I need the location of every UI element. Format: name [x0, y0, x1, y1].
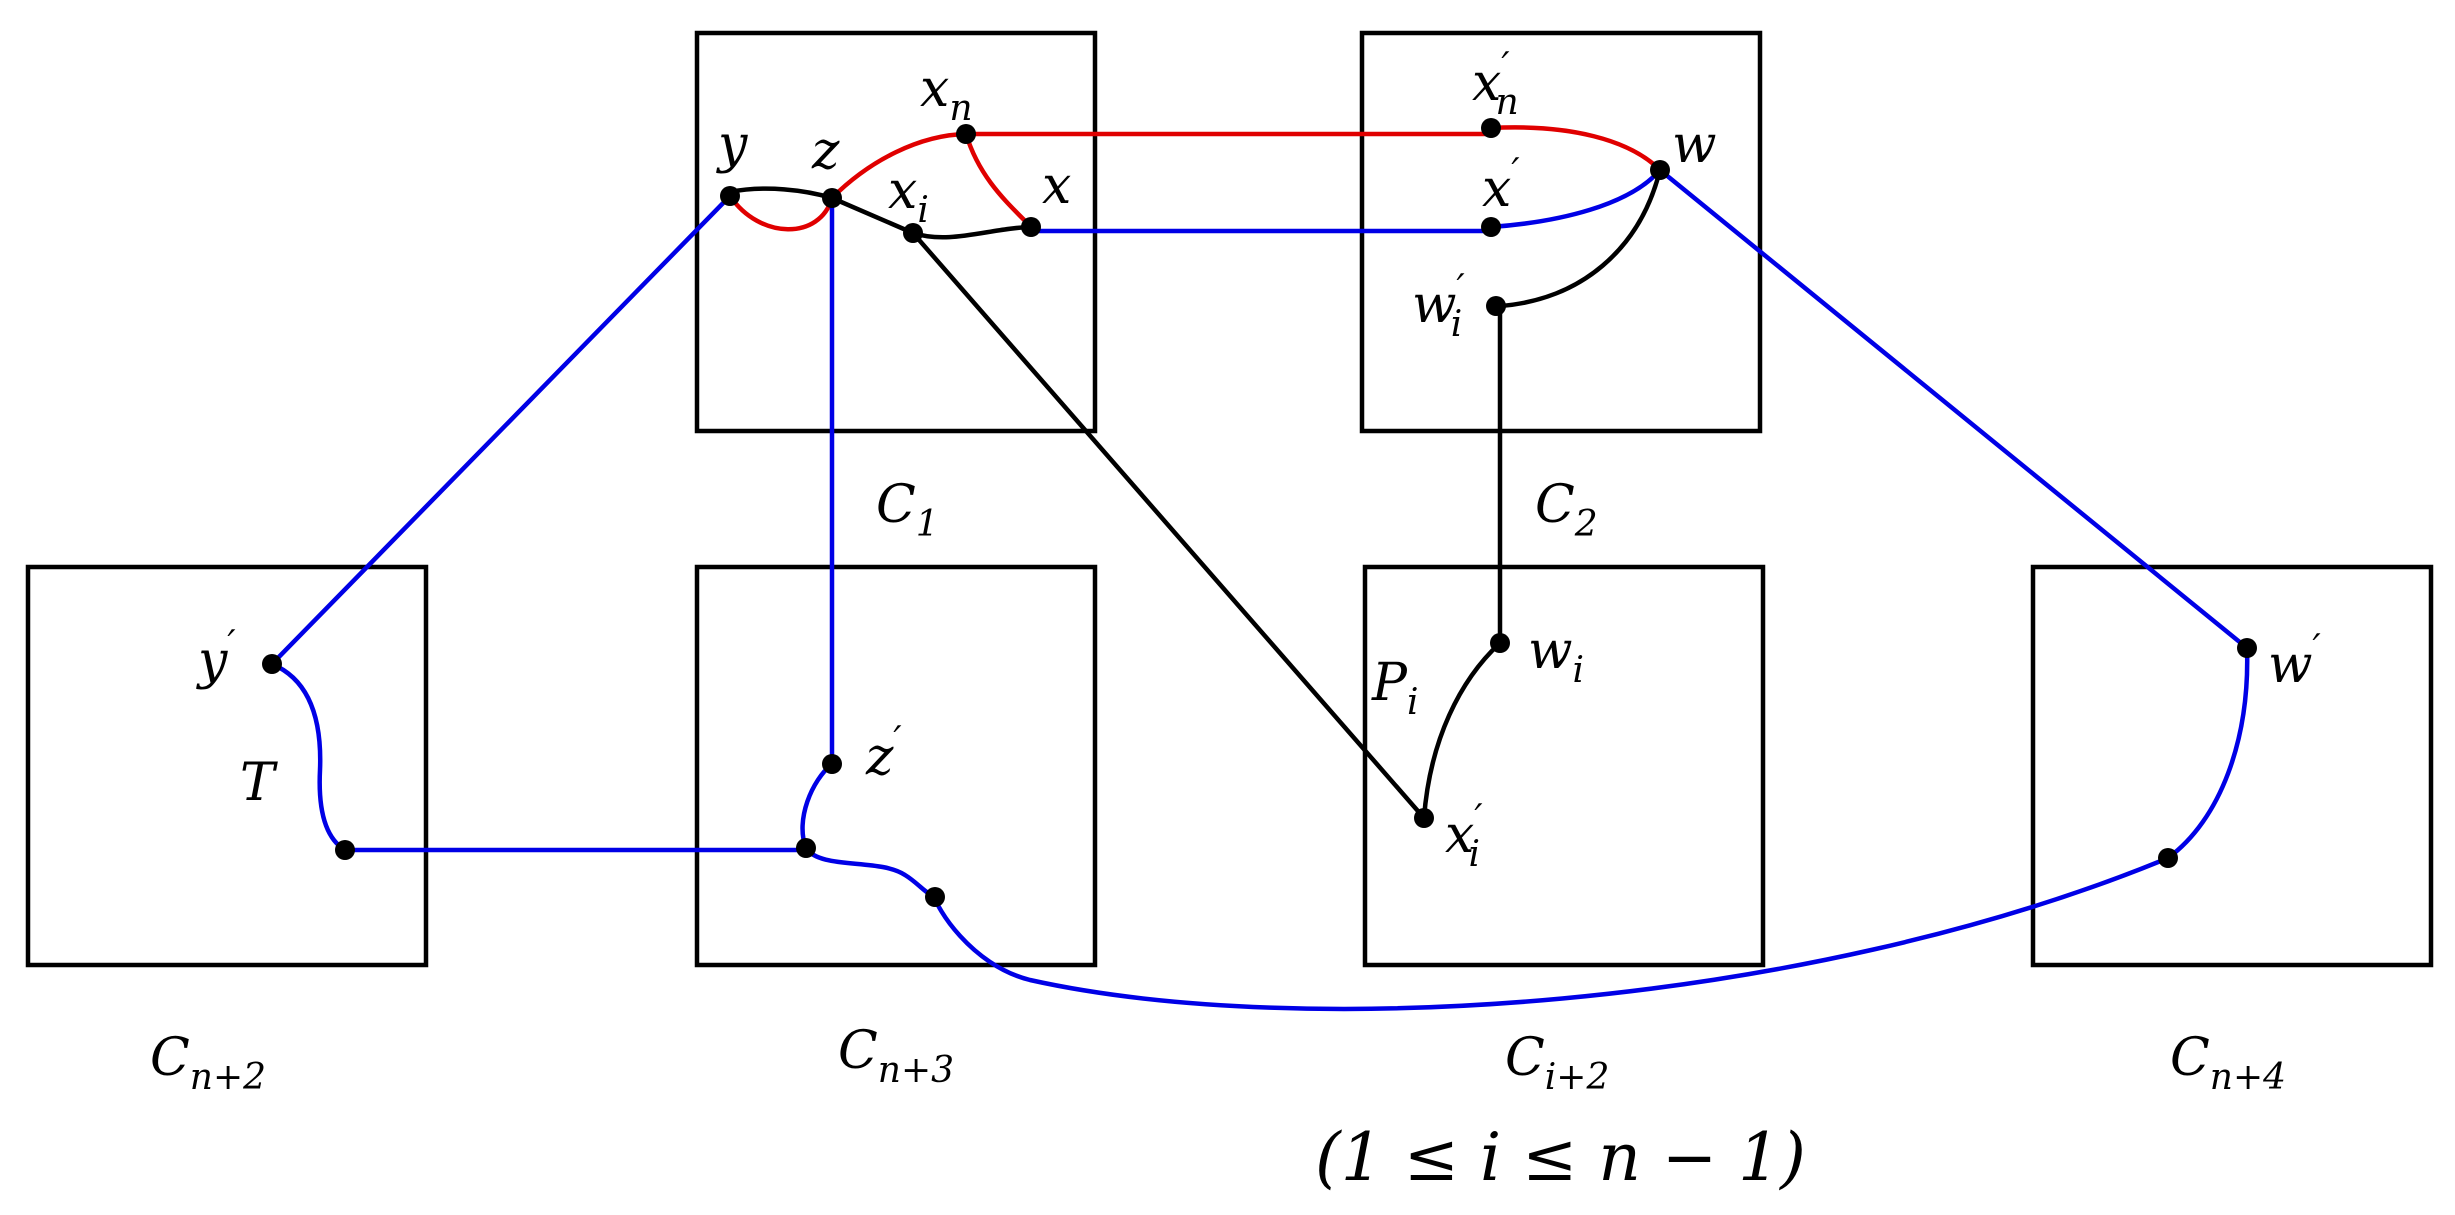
edge-blue-wprime-bottom: [2165, 645, 2250, 861]
edge-blue-w-wprime: [1657, 167, 2250, 651]
edge-black-z-xi: [829, 195, 916, 236]
vertex-join-cn3: [796, 838, 816, 858]
label-z: z: [811, 121, 840, 181]
vertex-lower-cn4: [2158, 848, 2178, 868]
label-zprime: z′: [865, 720, 902, 787]
vertex-wi: [1490, 633, 1510, 653]
caption-cn4: Cn+4: [2170, 1028, 2286, 1098]
edge-black-xi-xiprime: [910, 230, 1427, 821]
box-cn2: [25, 564, 429, 968]
vertex-zprime: [822, 754, 842, 774]
edge-black-y-z: [727, 186, 835, 201]
vertex-xn: [956, 124, 976, 144]
edge-blue-xprime-w: [1488, 167, 1663, 230]
label-w: w: [1672, 115, 1717, 175]
label-path-Pi: Pi: [1371, 653, 1419, 723]
vertex-xi: [903, 223, 923, 243]
vertex-lower-cn3: [925, 887, 945, 907]
caption-c2: C2: [1535, 475, 1598, 545]
label-x: x: [1042, 156, 1071, 216]
edge-black-Pi: [1421, 640, 1503, 821]
label-wprime: w′: [2268, 628, 2321, 695]
edge-black-xi-x: [910, 224, 1034, 240]
box-cn3: [694, 564, 1098, 968]
vertex-w: [1650, 160, 1670, 180]
label-y: y: [716, 115, 748, 175]
box-ci2: [1362, 564, 1766, 968]
caption-c1: C1: [876, 475, 939, 545]
vertex-xprime: [1481, 217, 1501, 237]
vertex-x: [1021, 217, 1041, 237]
box-cn4: [2030, 564, 2434, 968]
caption-ci2: Ci+2: [1505, 1028, 1609, 1098]
edge-blue-join-lower: [803, 845, 938, 900]
label-xi: xi: [888, 161, 929, 231]
vertex-wiprime: [1486, 296, 1506, 316]
edge-blue-zprime-join: [800, 761, 835, 851]
label-path-T: T: [240, 753, 278, 813]
label-xiprime: x′i: [1445, 798, 1483, 875]
vertex-join-cn2: [335, 840, 355, 860]
label-wi: wi: [1528, 621, 1584, 691]
edge-red-xn-x: [963, 131, 1034, 230]
edge-blue-long-bottom: [932, 855, 2171, 1012]
caption-cn3: Cn+3: [838, 1021, 954, 1091]
label-xprime: x′: [1482, 152, 1520, 219]
edge-red-z-xn: [829, 131, 969, 201]
edge-red-y-z: [727, 193, 835, 232]
vertex-yprime: [262, 654, 282, 674]
caption-cn2: Cn+2: [150, 1028, 266, 1098]
label-xnprime: x′n: [1472, 46, 1519, 123]
vertex-y: [720, 186, 740, 206]
condition-text: (1 ≤ i ≤ n − 1): [1315, 1119, 1806, 1196]
label-wiprime: w′i: [1412, 268, 1465, 345]
vertex-xiprime: [1414, 808, 1434, 828]
edge-red-xnprime-w: [1488, 125, 1663, 173]
label-xn: xn: [920, 59, 973, 129]
label-yprime: y′: [196, 624, 236, 691]
vertex-z: [822, 188, 842, 208]
edge-blue-y-yprime: [269, 193, 733, 667]
edge-black-wiprime-w: [1497, 167, 1663, 309]
edge-blue-T: [269, 661, 348, 853]
vertex-xnprime: [1481, 118, 1501, 138]
vertex-wprime: [2237, 638, 2257, 658]
